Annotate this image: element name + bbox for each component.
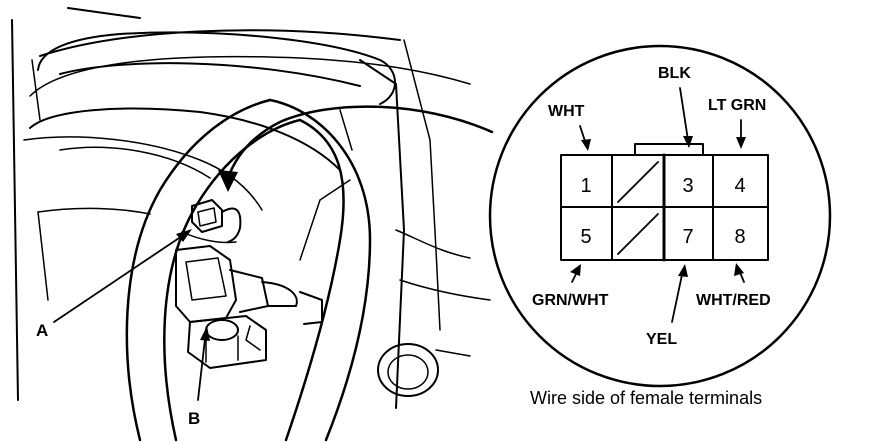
callout-b-arrowhead bbox=[200, 326, 210, 341]
callout-a-label: A bbox=[36, 321, 48, 340]
connector-lock-tab bbox=[634, 143, 704, 156]
callout-a-arrowhead bbox=[176, 229, 192, 242]
terminal-1-number: 1 bbox=[580, 175, 591, 197]
wire-label-terminal-5: GRN/WHT bbox=[532, 264, 609, 309]
detail-circle bbox=[488, 44, 832, 388]
terminal-3-number: 3 bbox=[682, 175, 693, 197]
wire-color-7: YEL bbox=[646, 331, 677, 348]
terminal-5-number: 5 bbox=[580, 226, 591, 248]
wire-label-terminal-1: WHT bbox=[548, 103, 591, 151]
wire-color-4: LT GRN bbox=[708, 97, 766, 114]
callout-b: B bbox=[188, 326, 210, 428]
callout-a: A bbox=[36, 229, 192, 340]
wire-label-terminal-3: BLK bbox=[658, 65, 693, 148]
empty-cavity-2 bbox=[617, 161, 659, 203]
connector-housing bbox=[560, 143, 769, 262]
terminal-4-number: 4 bbox=[734, 175, 745, 197]
connector-detail: 1 3 4 5 7 8 WHT BLK LT GRN GRN/WHT bbox=[488, 44, 832, 388]
wire-color-3: BLK bbox=[658, 65, 691, 82]
detail-pointer-arrow bbox=[218, 105, 494, 192]
dashboard-illustration bbox=[11, 7, 491, 442]
wire-color-8: WHT/RED bbox=[696, 292, 771, 309]
callout-b-label: B bbox=[188, 409, 200, 428]
empty-cavity-6 bbox=[617, 213, 659, 255]
terminal-7-number: 7 bbox=[682, 226, 693, 248]
wire-label-terminal-7: YEL bbox=[646, 264, 688, 348]
wire-label-terminal-4: LT GRN bbox=[708, 97, 766, 149]
terminal-8-number: 8 bbox=[734, 226, 745, 248]
wire-label-terminal-8: WHT/RED bbox=[696, 263, 771, 309]
wire-color-5: GRN/WHT bbox=[532, 292, 609, 309]
wire-color-1: WHT bbox=[548, 103, 585, 120]
detail-caption: Wire side of female terminals bbox=[530, 388, 762, 408]
